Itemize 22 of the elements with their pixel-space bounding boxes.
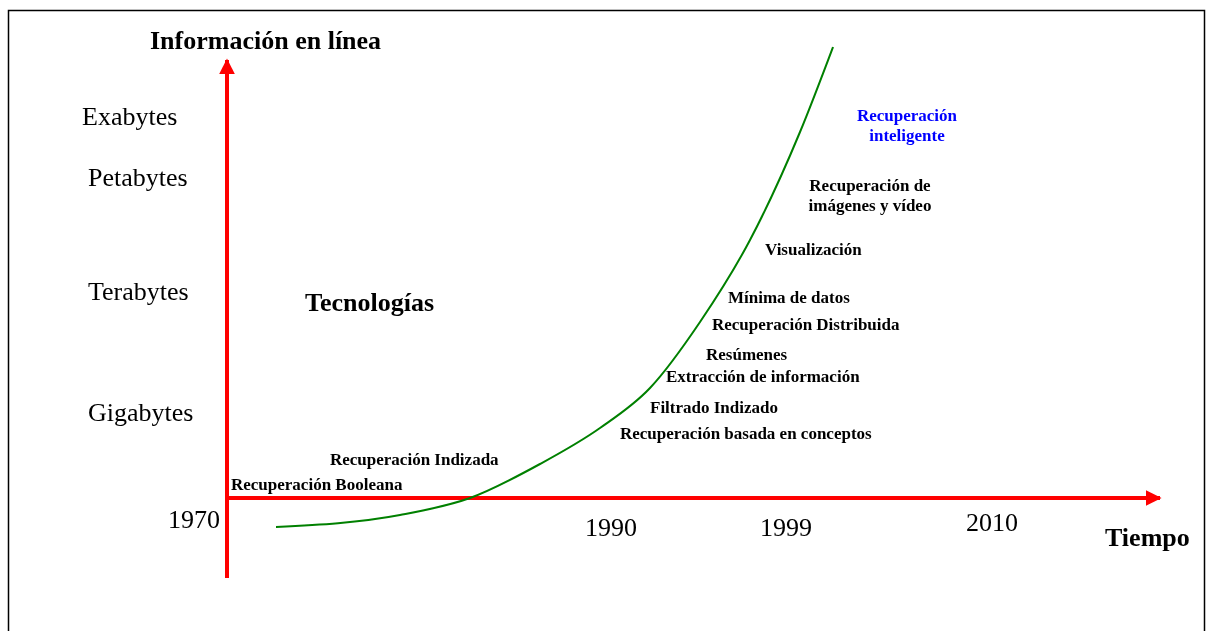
technology-label: Extracción de información — [666, 367, 860, 387]
scale-label: Exabytes — [82, 102, 178, 132]
scale-label: Terabytes — [88, 277, 189, 307]
technology-label: Recuperación Distribuida — [712, 315, 900, 335]
section-title: Tecnologías — [305, 288, 435, 318]
technology-label: Recuperación Booleana — [231, 475, 403, 495]
technology-label: Recuperación basada en conceptos — [620, 424, 872, 444]
technology-label: Recuperación de imágenes y vídeo — [807, 176, 933, 216]
axis-title: Tiempo — [1105, 523, 1190, 553]
year-label: 1999 — [760, 513, 812, 543]
technology-label: Resúmenes — [706, 345, 788, 365]
year-label: 2010 — [966, 508, 1018, 538]
year-label: 1970 — [168, 505, 220, 535]
scale-label: Gigabytes — [88, 398, 194, 428]
year-label: 1990 — [585, 513, 637, 543]
technology-label: Filtrado Indizado — [650, 398, 778, 418]
axis-title: Información en línea — [150, 26, 382, 56]
scale-label: Petabytes — [88, 163, 188, 193]
technology-label: Recuperación Indizada — [330, 450, 499, 470]
technology-label: Mínima de datos — [728, 288, 850, 308]
technology-label: Recuperación inteligente — [855, 106, 959, 146]
technology-label: Visualización — [765, 240, 862, 260]
